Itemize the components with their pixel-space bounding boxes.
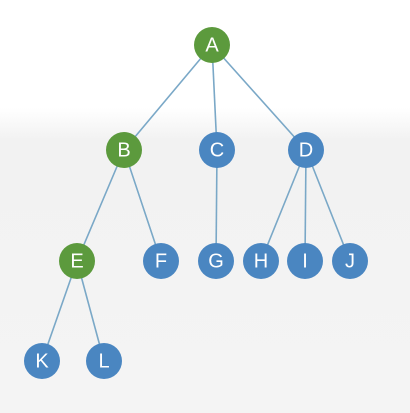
node-label-c: C xyxy=(210,139,224,161)
node-circle-b xyxy=(106,132,142,168)
edge-b-f xyxy=(123,149,162,262)
node-label-k: K xyxy=(35,350,49,372)
node-circle-h xyxy=(243,243,279,279)
node-circle-f xyxy=(143,243,179,279)
edge-a-d xyxy=(211,44,307,151)
node-f: F xyxy=(143,243,179,279)
node-label-g: G xyxy=(208,250,224,272)
node-circle-k xyxy=(24,343,60,379)
node-k: K xyxy=(24,343,60,379)
node-e: E xyxy=(59,243,95,279)
node-label-e: E xyxy=(70,250,83,272)
tree-edges xyxy=(41,44,351,362)
node-label-j: J xyxy=(345,250,355,272)
edge-b-e xyxy=(76,149,125,262)
node-label-a: A xyxy=(205,34,219,56)
node-l: L xyxy=(86,343,122,379)
node-d: D xyxy=(288,132,324,168)
node-circle-c xyxy=(199,132,235,168)
node-circle-e xyxy=(59,243,95,279)
node-j: J xyxy=(332,243,368,279)
node-h: H xyxy=(243,243,279,279)
node-label-d: D xyxy=(299,139,313,161)
node-circle-l xyxy=(86,343,122,379)
node-i: I xyxy=(287,243,323,279)
node-label-f: F xyxy=(155,250,167,272)
node-label-l: L xyxy=(98,350,109,372)
node-c: C xyxy=(199,132,235,168)
tree-nodes: A B C D E F G H I J K L xyxy=(24,27,368,379)
edge-c-g xyxy=(215,149,218,262)
node-a: A xyxy=(194,27,230,63)
node-circle-j xyxy=(332,243,368,279)
node-circle-i xyxy=(287,243,323,279)
edge-d-i xyxy=(304,149,307,262)
node-label-i: I xyxy=(302,250,308,272)
node-b: B xyxy=(106,132,142,168)
edge-d-j xyxy=(305,149,351,262)
edge-d-h xyxy=(260,149,307,262)
node-circle-a xyxy=(194,27,230,63)
node-circle-g xyxy=(198,243,234,279)
edge-a-b xyxy=(123,44,213,151)
node-label-b: B xyxy=(117,139,130,161)
node-g: G xyxy=(198,243,234,279)
node-circle-d xyxy=(288,132,324,168)
node-label-h: H xyxy=(254,250,268,272)
